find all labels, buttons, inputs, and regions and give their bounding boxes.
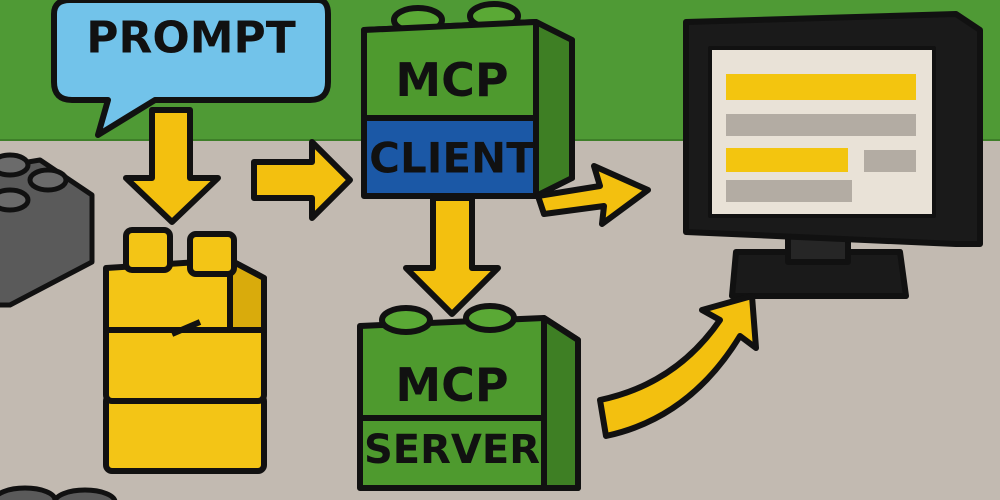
yellow-brick-stack xyxy=(103,227,267,474)
prompt-bubble: PROMPT xyxy=(51,0,331,138)
yellow-brick-bottom xyxy=(103,392,267,474)
mcp-server-brick: MCP SERVER xyxy=(357,303,581,491)
server-stud-left xyxy=(379,305,433,335)
computer-monitor xyxy=(683,11,983,299)
server-stud-right xyxy=(463,303,517,333)
arrow-curved-to-monitor xyxy=(597,293,759,439)
arrow-to-client xyxy=(251,139,353,221)
yellow-brick-top-side xyxy=(227,257,267,333)
client-brick-side xyxy=(533,19,575,199)
yellow-brick-middle xyxy=(103,322,267,404)
screen-bar-yellow-2 xyxy=(726,148,848,172)
client-label-top: MCP xyxy=(395,53,508,107)
yellow-stud-right xyxy=(187,231,237,277)
screen-bar-gray-2 xyxy=(864,150,916,172)
arrows xyxy=(123,107,759,439)
arrow-client-to-monitor xyxy=(535,163,651,227)
gray-brick xyxy=(0,152,95,308)
client-label-bottom: CLIENT xyxy=(369,134,535,183)
prompt-label: PROMPT xyxy=(86,13,296,64)
arrow-client-to-server xyxy=(403,195,501,317)
screen-bar-gray-3 xyxy=(726,180,852,202)
screen-bar-gray-1 xyxy=(726,114,916,136)
yellow-stud-left xyxy=(123,227,173,273)
server-brick-side xyxy=(541,315,581,491)
arrow-prompt-to-bricks xyxy=(123,107,221,225)
prompt-bubble-shape xyxy=(51,0,331,138)
server-label-top: MCP xyxy=(395,358,508,412)
mcp-client-brick: MCP CLIENT xyxy=(361,1,575,199)
gray-brick-corner xyxy=(0,485,118,500)
server-label-bottom: SERVER xyxy=(364,427,540,473)
screen-bar-yellow-1 xyxy=(726,74,916,100)
